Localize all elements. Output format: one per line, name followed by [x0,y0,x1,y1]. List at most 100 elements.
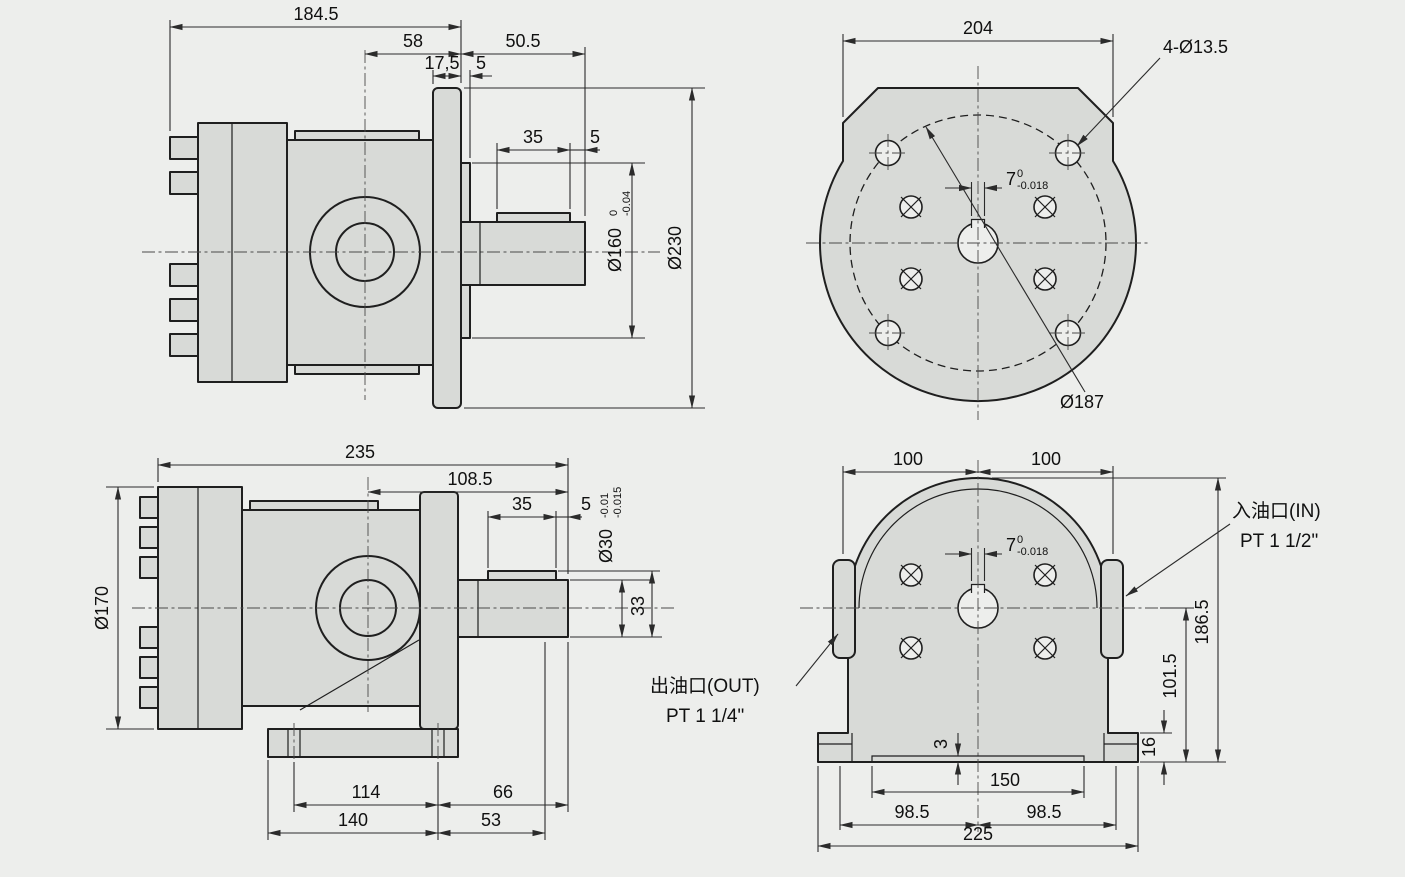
dim-150: 150 [871,766,1085,798]
valve-screw-holes [899,195,1057,291]
dim-text-108-5: 108.5 [447,469,492,489]
top-cover-strip [294,130,420,141]
dim-text-114: 114 [352,782,381,802]
label-text-outlet: 出油口(OUT) [650,675,760,697]
dim-text-key-7-tol-lo: -0.018 [1017,546,1048,558]
valve-screw-holes [899,563,1057,660]
dim-225: 225 [817,766,1139,852]
dim-key-35-5: 35 5 [487,494,591,568]
label-text-4-holes: 4-Ø13.5 [1163,37,1228,57]
dim-text-key-5: 5 [590,127,600,147]
dim-dia-170: Ø170 [92,486,154,730]
dim-204: 204 [842,18,1114,117]
dim-text-100-left: 100 [893,449,923,469]
dim-text-100-right: 100 [1031,449,1061,469]
label-bolt-circle: Ø187 [925,126,1104,412]
dim-186-5: 186.5 [992,477,1226,763]
dim-50-5: 50.5 [460,31,586,216]
dim-text-184-5: 184.5 [293,4,338,24]
top-cover-strip [249,500,379,511]
dim-58: 58 [364,31,462,58]
dim-17-5: 17,5 [424,53,462,84]
front-view-top: 204 4-Ø13.5 7 0 -0.018 Ø187 [806,18,1228,420]
dim-text-140: 140 [338,810,368,830]
dim-text-235: 235 [345,442,375,462]
dim-16: 16 [1139,710,1172,785]
label-text-inlet-size: PT 1 1/2" [1240,531,1318,552]
dim-text-dia-230: Ø230 [665,226,685,270]
dim-108-5: 108.5 [367,469,569,496]
dim-keyway-7: 7 0 -0.018 [945,168,1048,216]
dim-text-17-5: 17,5 [424,53,459,73]
dim-text-66: 66 [493,782,513,802]
dim-text-33: 33 [628,596,648,616]
dim-text-16: 16 [1139,737,1159,757]
dim-text-key-5: 5 [581,494,591,514]
dim-text-98-5-right: 98.5 [1026,802,1061,822]
dim-text-225: 225 [963,824,993,844]
side-view-bottom: 235 108.5 35 5 Ø30 -0.01 -0.015 [92,442,676,840]
mounting-flange [432,87,462,409]
dim-text-5-pilot: 5 [476,53,486,73]
shaft [457,579,569,638]
label-text-dia-187: Ø187 [1060,392,1104,412]
dim-text-58: 58 [403,31,423,51]
dim-text-dia-160-tol-lo: -0.04 [621,191,633,216]
outlet-port-flange [832,559,856,659]
dim-dia-30: Ø30 -0.01 -0.015 [570,487,662,638]
gusset [299,639,420,711]
dim-text-key-7: 7 [1006,169,1016,189]
base-recess [871,755,1085,762]
dim-3: 3 [931,733,962,785]
side-view-top: 184.5 58 50.5 17,5 5 35 5 [142,4,705,409]
label-inlet-port: 入油口(IN) PT 1 1/2" [1125,500,1321,597]
dim-text-dia-30: Ø30 [596,529,616,563]
dim-dia-160: Ø160 0 -0.04 [472,162,645,339]
dim-5-pilot: 5 [469,53,492,158]
label-outlet-port: 出油口(OUT) PT 1 1/4" [650,633,839,727]
dims-bottom: 114 66 140 53 [267,642,569,840]
label-text-inlet: 入油口(IN) [1232,500,1321,522]
label-text-outlet-size: PT 1 1/4" [666,706,744,727]
label-4-holes: 4-Ø13.5 [1076,37,1228,147]
dim-text-dia-170: Ø170 [92,586,112,630]
dim-text-204: 204 [963,18,993,38]
dim-101-5: 101.5 [1160,607,1194,763]
dim-text-dia-30-tol-hi: -0.01 [599,493,611,518]
inlet-port-flange [1100,559,1124,659]
dim-text-50-5: 50.5 [505,31,540,51]
dim-text-key-7-tol-hi: 0 [1017,168,1023,180]
dim-key-35-5: 35 5 [496,127,600,209]
dim-text-key-35: 35 [512,494,532,514]
shaft-key [496,212,571,223]
dim-text-dia-160-tol-hi: 0 [608,210,620,216]
front-view-bottom: 100 100 7 0 -0.018 入油口(IN) PT 1 1/2" 出油口… [650,449,1321,852]
dim-text-101-5: 101.5 [1160,653,1180,698]
dim-text-98-5-left: 98.5 [894,802,929,822]
dim-98-5: 98.5 98.5 [839,766,1117,830]
dim-text-dia-30-tol-lo: -0.015 [612,487,624,518]
mounting-base [267,728,459,758]
shaft [460,221,586,286]
dim-text-186-5: 186.5 [1192,599,1212,644]
rear-cover-bolts [139,496,159,709]
dim-33: 33 [558,570,660,638]
dim-keyway-7: 7 0 -0.018 [945,534,1048,581]
dim-text-150: 150 [990,770,1020,790]
bottom-cover-strip [294,364,420,375]
corner-bolt-holes [869,134,1087,352]
rear-cover-bolts [169,136,201,357]
dim-text-key-7-tol-hi: 0 [1017,534,1023,546]
dim-text-3: 3 [931,739,951,749]
dim-text-dia-160: Ø160 [605,228,625,272]
dim-text-key-35: 35 [523,127,543,147]
rear-cover [197,122,288,383]
shaft-key [487,570,557,581]
dim-dia-230: Ø230 [464,87,705,409]
dim-text-key-7-tol-lo: -0.018 [1017,180,1048,192]
dim-text-key-7: 7 [1006,535,1016,555]
bracket-plate [419,491,459,730]
dim-100-100: 100 100 [842,449,1114,554]
